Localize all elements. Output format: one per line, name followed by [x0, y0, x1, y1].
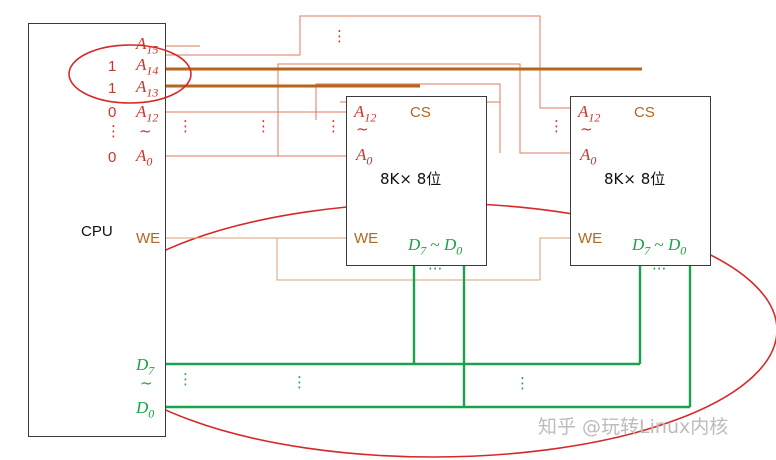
- addr-dots-2: ⋮: [256, 117, 271, 135]
- chip2-a0-label: A0: [580, 145, 597, 168]
- chip2-title: 8K× 8位: [604, 170, 666, 188]
- addr-dots-1: ⋮: [178, 117, 193, 135]
- addr-dots-3: ⋮: [326, 117, 341, 135]
- chip2-a12-label: A12: [578, 102, 601, 125]
- addr-wire-mid: [315, 83, 501, 120]
- data-dots-1: ⋮: [178, 370, 193, 388]
- cpu-we-label: WE: [136, 230, 161, 247]
- chip1-cs-label: CS: [410, 104, 431, 121]
- chip1-we-label: WE: [354, 230, 379, 247]
- data-dots-2: ⋮: [292, 373, 307, 391]
- chip2-pin-dots: ···: [652, 260, 667, 278]
- addr-dots-4: ⋮: [332, 27, 347, 45]
- cpu-a12-bit: 0: [108, 104, 117, 121]
- data-dots-3: ⋮: [515, 374, 530, 392]
- cpu-data-tilde: ~: [140, 374, 153, 392]
- chip1-a0-label: A0: [356, 145, 373, 168]
- addr-dots-5: ⋮: [549, 117, 564, 135]
- chip2-we-label: WE: [578, 230, 603, 247]
- cpu-a14-bit: 1: [108, 58, 117, 75]
- cpu-a0-bit: 0: [108, 149, 117, 166]
- cpu-title: CPU: [81, 223, 113, 240]
- cpu-a13-label: A13: [136, 77, 159, 100]
- cpu-a13-bit: 1: [108, 80, 117, 97]
- cpu-a0-label: A0: [136, 146, 153, 169]
- chip1-a12-label: A12: [354, 102, 377, 125]
- chip2-addr-tilde: ~: [580, 120, 593, 138]
- chip1-addr-tilde: ~: [356, 120, 369, 138]
- chip1-data-label: D7 ~ D0: [408, 235, 463, 258]
- cpu-a15-label: A15: [136, 34, 159, 57]
- chip2-data-label: D7 ~ D0: [632, 235, 687, 258]
- cpu-addr-tilde: ~: [139, 122, 152, 140]
- cpu-bits-dots: ⋮: [106, 122, 121, 140]
- cpu-d0-label: D0: [136, 398, 155, 421]
- chip2-cs-label: CS: [634, 104, 655, 121]
- memory-chip-2: [570, 96, 711, 266]
- chip1-pin-dots: ···: [428, 260, 443, 278]
- chip1-title: 8K× 8位: [380, 170, 442, 188]
- cpu-a14-label: A14: [136, 55, 159, 78]
- watermark: 知乎 @玩转Linux内核: [538, 416, 729, 438]
- addr-wire-outer: [165, 15, 574, 109]
- cpu-d7-label: D7: [136, 355, 155, 378]
- memory-chip-1: [346, 96, 487, 266]
- we-wire-chip2: [276, 237, 570, 281]
- cpu-a12-label: A12: [136, 102, 159, 125]
